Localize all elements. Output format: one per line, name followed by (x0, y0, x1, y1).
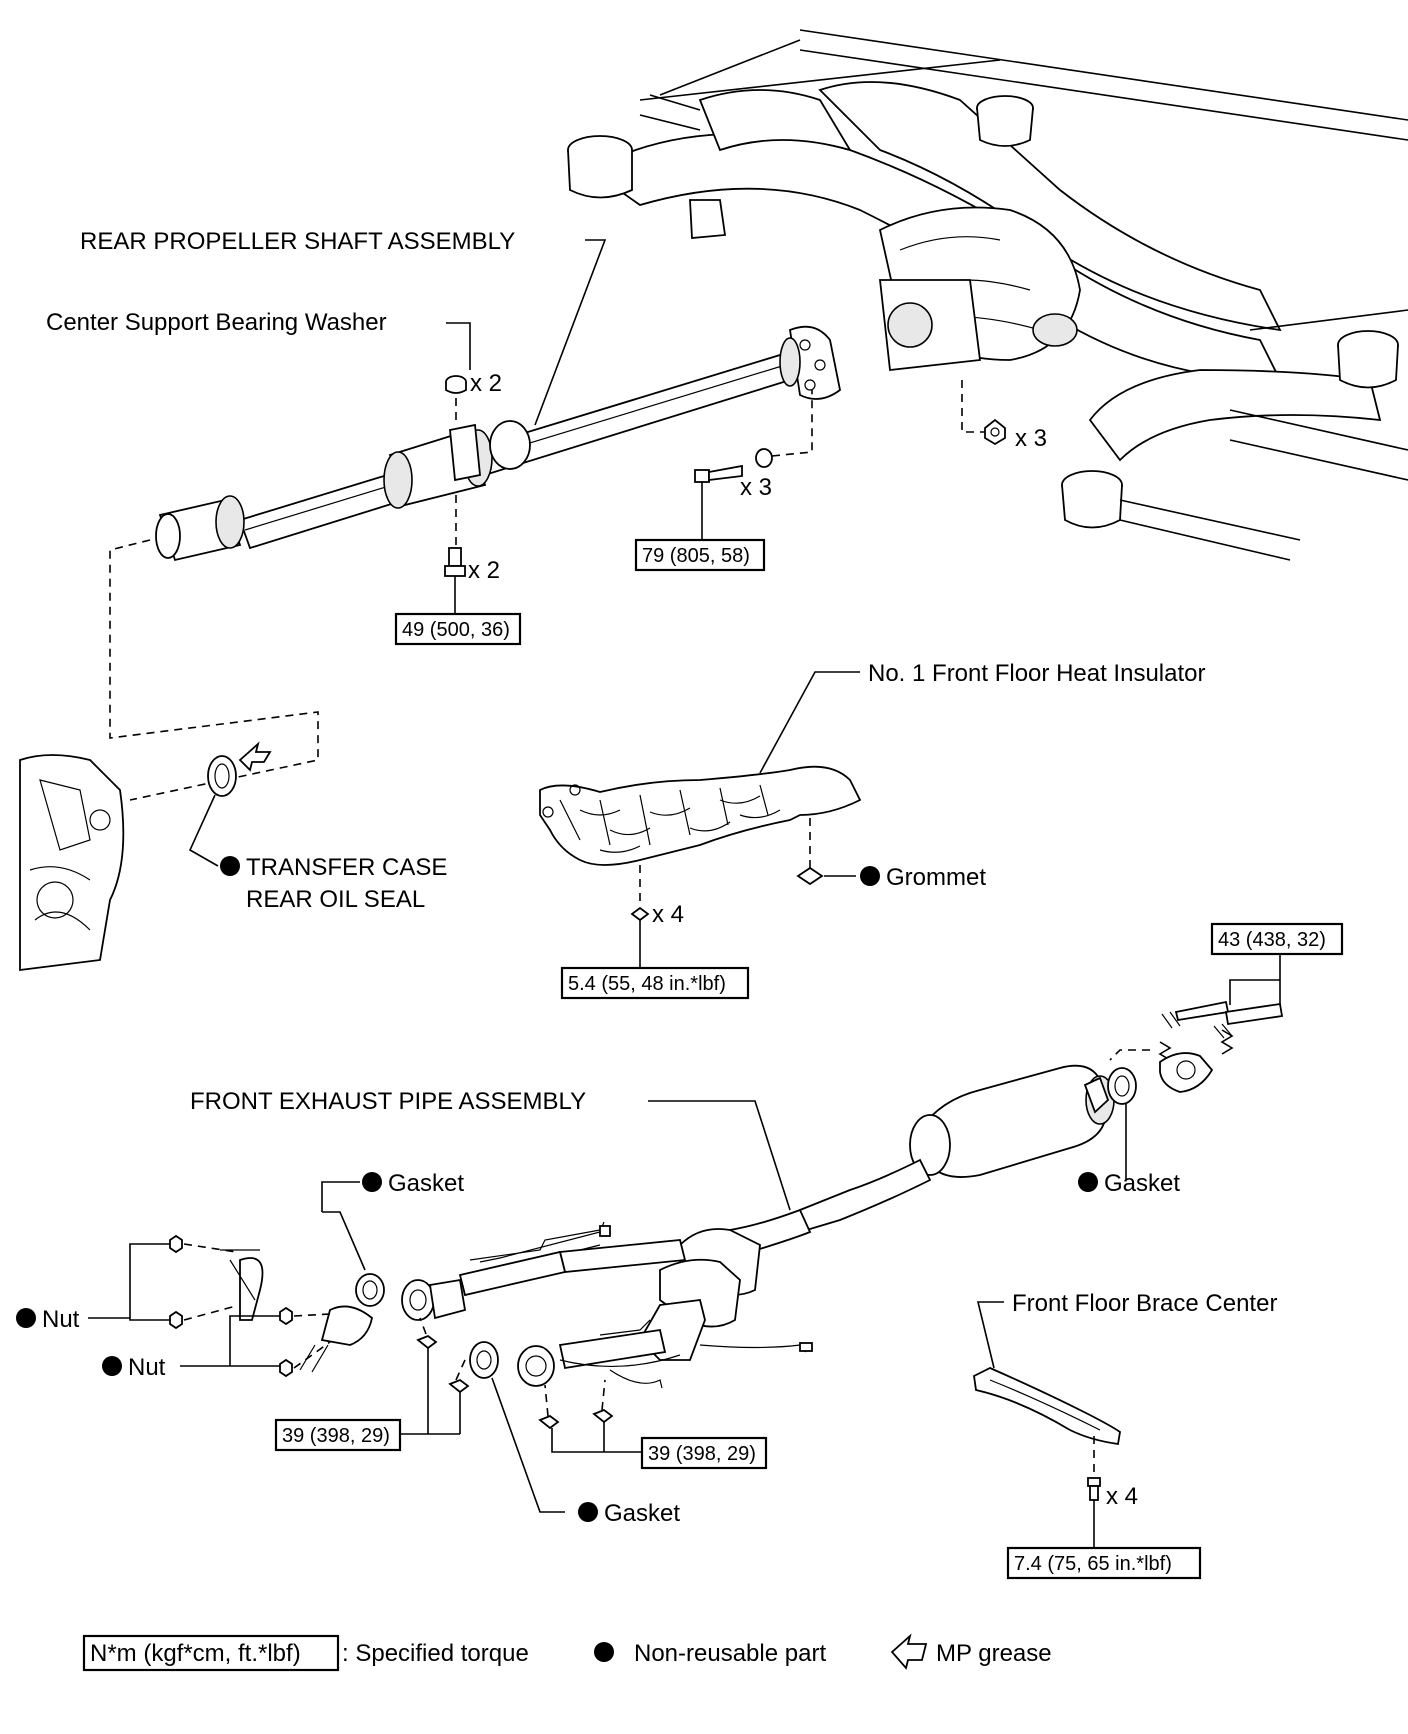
heat-insulator-label: No. 1 Front Floor Heat Insulator (868, 660, 1205, 687)
torque-center: 49 (500, 36) (402, 619, 510, 641)
non-reusable-marker (102, 1356, 122, 1376)
brace-label: Front Floor Brace Center (1012, 1290, 1277, 1317)
gasket-top-left-label: Gasket (388, 1170, 464, 1197)
non-reusable-marker-icon (594, 1642, 614, 1662)
torque-box-pipe-mid (640, 1436, 768, 1470)
rear-exhaust-flange (1159, 1052, 1214, 1093)
grommet-label: Grommet (886, 864, 986, 891)
nut-label-2: Nut (128, 1354, 166, 1381)
washer-label: Center Support Bearing Washer (46, 309, 387, 336)
flange-bolt-qty: x 3 (740, 474, 772, 501)
non-reusable-marker (220, 856, 240, 876)
torque-box-insulator (560, 966, 750, 1000)
nut (279, 1306, 293, 1326)
differential-flange-nut (984, 418, 1006, 446)
torque-box-flange (634, 538, 766, 572)
insulator-qty: x 4 (652, 901, 684, 928)
washer-qty: x 2 (470, 370, 502, 397)
transfer-case-rear-oil-seal (207, 755, 237, 797)
torque-brace: 7.4 (75, 65 in.*lbf) (1014, 1553, 1172, 1575)
legend-torque-desc: : Specified torque (342, 1640, 529, 1667)
non-reusable-marker (1078, 1172, 1098, 1192)
transfer-seal-line1: TRANSFER CASE (246, 854, 447, 881)
exhaust-manifold-end (220, 1249, 373, 1373)
nut (279, 1358, 293, 1378)
front-floor-brace-center (973, 1367, 1121, 1446)
torque-rear-flange: 43 (438, 32) (1218, 929, 1326, 951)
flange-washer (755, 448, 773, 468)
grease-arrow-icon (890, 1633, 928, 1670)
rear-propeller-shaft-label: REAR PROPELLER SHAFT ASSEMBLY (80, 228, 515, 255)
torque-pipe-mid: 39 (398, 29) (648, 1443, 756, 1465)
gasket-bottom-label: Gasket (604, 1500, 680, 1527)
center-bolt-qty: x 2 (468, 557, 500, 584)
transfer-seal-line2: REAR OIL SEAL (246, 886, 425, 913)
torque-flange: 79 (805, 58) (642, 545, 750, 567)
mp-grease-arrow-icon (238, 741, 272, 772)
front-floor-heat-insulator (539, 765, 862, 866)
center-bearing-bolt (444, 547, 466, 614)
rear-flange-bolts (1161, 1000, 1284, 1039)
center-support-bearing-washer (445, 375, 467, 394)
front-pipe-lower-flange (517, 1345, 555, 1387)
insulator-fastener (630, 906, 650, 922)
torque-box-brace (1006, 1546, 1202, 1580)
torque-box-rear-flange (1210, 922, 1344, 956)
gasket-lower (469, 1341, 499, 1379)
torque-box-pipe-left (274, 1418, 402, 1452)
non-reusable-marker (578, 1502, 598, 1522)
grommet (796, 866, 824, 886)
rear-suspension-member (567, 29, 1408, 561)
legend: N*m (kgf*cm, ft.*lbf) : Specified torque… (82, 1633, 1052, 1672)
nut (169, 1234, 183, 1254)
torque-insulator: 5.4 (55, 48 in.*lbf) (568, 973, 726, 995)
torque-pipe-left: 39 (398, 29) (282, 1425, 390, 1447)
front-exhaust-pipe-label: FRONT EXHAUST PIPE ASSEMBLY (190, 1088, 586, 1115)
gasket-right-label: Gasket (1104, 1170, 1180, 1197)
nut-label-1: Nut (42, 1306, 80, 1333)
front-exhaust-pipe (458, 1064, 1115, 1389)
front-pipe-bolts (416, 1334, 614, 1430)
rear-propeller-shaft (155, 325, 841, 562)
brace-bolt (1087, 1477, 1101, 1501)
nut-qty: x 3 (1015, 425, 1047, 452)
brace-qty: x 4 (1106, 1483, 1138, 1510)
legend-torque-unit: N*m (kgf*cm, ft.*lbf) (90, 1640, 301, 1667)
front-pipe-flange (401, 1278, 467, 1321)
gasket-upper (355, 1273, 385, 1307)
nut (169, 1310, 183, 1330)
legend-grease: MP grease (936, 1640, 1052, 1667)
non-reusable-marker (860, 866, 880, 886)
legend-nonreusable: Non-reusable part (634, 1640, 826, 1667)
transfer-case (19, 754, 125, 972)
flange-bolt (694, 464, 743, 540)
legend-torque-box (82, 1634, 340, 1672)
torque-box-center (394, 612, 522, 646)
non-reusable-marker (362, 1172, 382, 1192)
gasket-right (1107, 1067, 1137, 1105)
non-reusable-marker (16, 1308, 36, 1328)
